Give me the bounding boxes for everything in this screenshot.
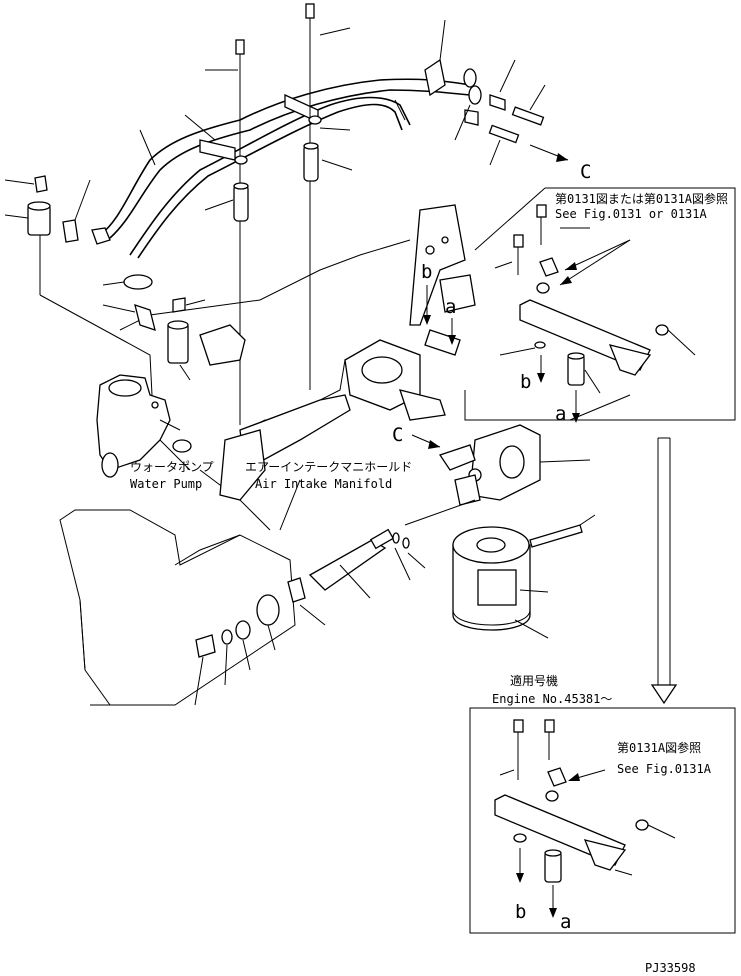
- inset-box-lower: b a 第0131A図参照 See Fig.0131A: [469, 707, 736, 934]
- water-pump-jp-label: ウォータポンプ: [130, 460, 214, 474]
- main-ab-markers: b a: [421, 261, 456, 345]
- marker-a-main: a: [445, 296, 456, 318]
- manifold-en-label: Air Intake Manifold: [255, 477, 392, 491]
- marker-c-mid: C: [392, 424, 403, 446]
- lower-shaft-parts: [195, 499, 583, 658]
- inset-box-upper: b a 第0131図または第0131A図参照 See Fig.0131 or 0…: [464, 187, 736, 425]
- fuel-pipes: [91, 58, 482, 259]
- marker-a-inset2: a: [560, 911, 571, 933]
- left-fittings: [27, 175, 246, 396]
- manifold-jp-label: エアーインテークマニホールド: [245, 460, 412, 474]
- water-pump-en-label: Water Pump: [130, 477, 202, 491]
- drawing-code: PJ33598: [645, 961, 696, 975]
- engine-jp-label: 適用号機: [510, 673, 558, 688]
- marker-c-top: C: [580, 161, 591, 183]
- water-pump: [96, 374, 192, 478]
- ref1-jp: 第0131図または第0131A図参照: [555, 191, 728, 206]
- long-arrow: [650, 437, 678, 705]
- marker-b-main: b: [421, 261, 432, 283]
- c-arrows: C C: [392, 144, 591, 449]
- marker-b-inset2: b: [515, 901, 526, 923]
- top-bolts: [233, 3, 545, 425]
- engine-en-label: Engine No.45381〜: [492, 692, 612, 706]
- marker-a-inset1: a: [555, 403, 566, 425]
- ref1-en: See Fig.0131 or 0131A: [555, 207, 707, 221]
- leader-lines: [4, 19, 596, 706]
- ref2-en: See Fig.0131A: [617, 762, 712, 776]
- ref2-jp: 第0131A図参照: [617, 740, 701, 755]
- air-intake-manifold: [219, 339, 446, 501]
- marker-b-inset1: b: [520, 371, 531, 393]
- filter-bracket: [409, 204, 541, 506]
- oil-filter: [452, 526, 531, 631]
